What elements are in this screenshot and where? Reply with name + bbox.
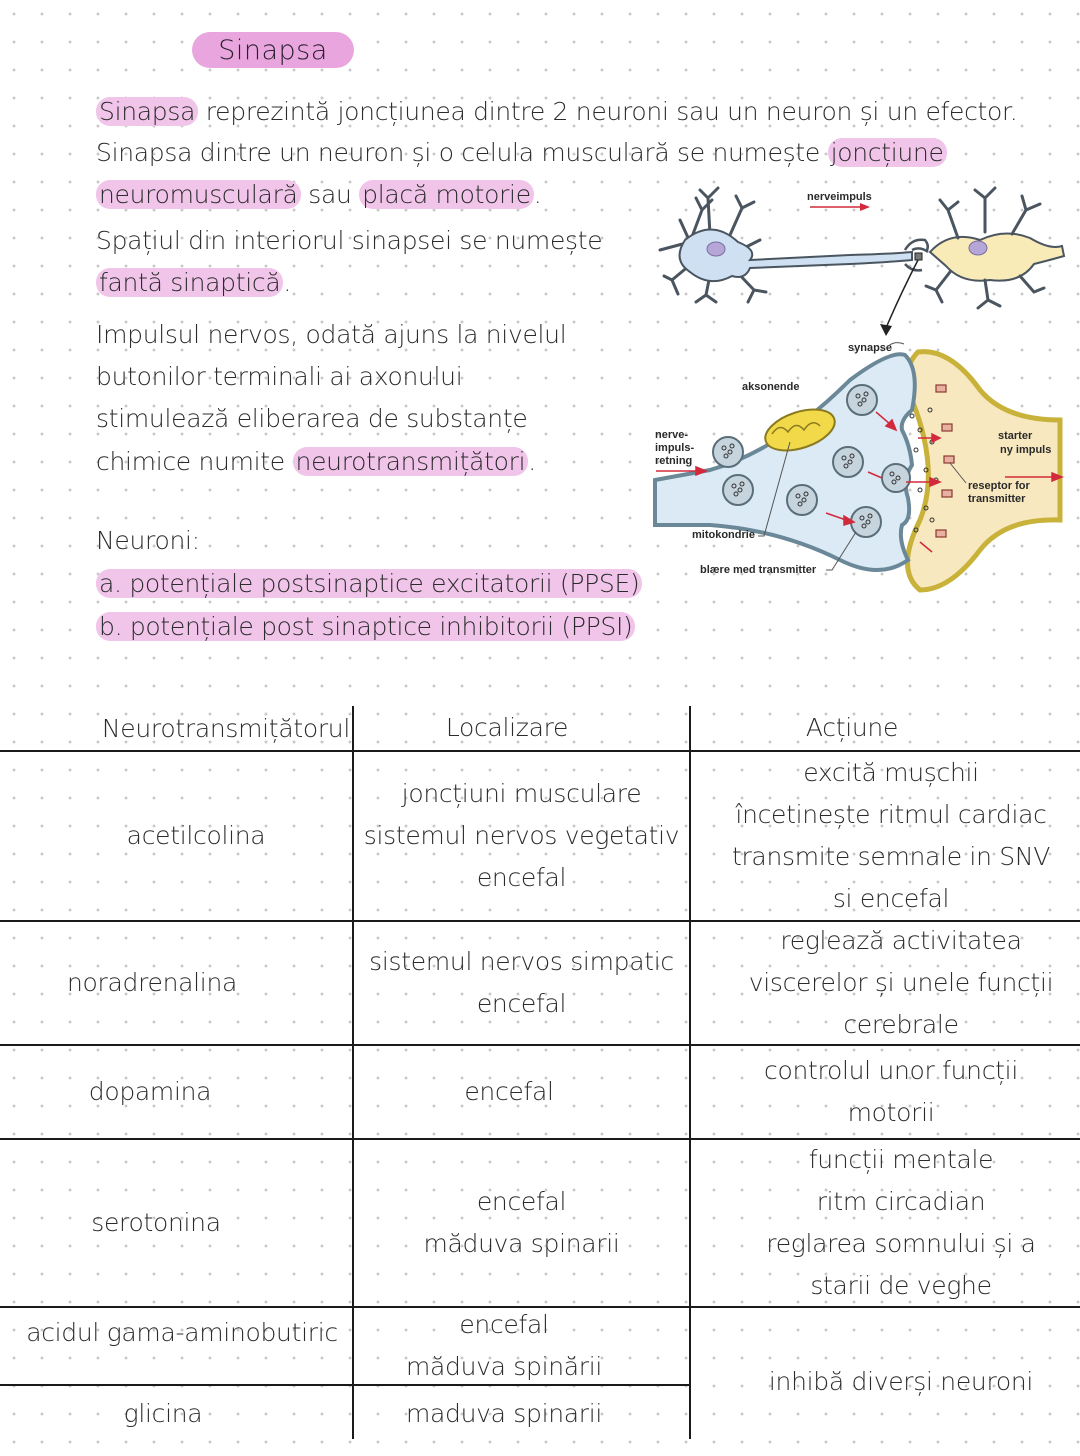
arrow-right-icon bbox=[860, 203, 870, 211]
table-cell-name: glicina bbox=[123, 1399, 203, 1428]
table-row-divider bbox=[0, 1138, 1080, 1140]
intro-line-5: fantă sinaptică. bbox=[96, 267, 291, 299]
table-cell-act-merged: inhibă diverși neuroni bbox=[768, 1367, 1034, 1396]
intro-line-7: butonilor terminali ai axonului bbox=[96, 362, 463, 391]
intro-line-1: Sinapsa reprezintă joncțiunea dintre 2 n… bbox=[96, 96, 1018, 128]
table-cell-act: reglează activitatea viscerelor și unele… bbox=[748, 926, 1054, 1039]
page-title-text: Sinapsa bbox=[218, 34, 328, 66]
highlight-placa-motorie: placă motorie bbox=[359, 180, 534, 209]
label-ny-impuls: ny impuls bbox=[1000, 444, 1051, 456]
page-title: Sinapsa bbox=[192, 32, 354, 68]
label-starter: starter bbox=[998, 430, 1033, 442]
intro-line-2: Sinapsa dintre un neuron și o celula mus… bbox=[96, 137, 947, 169]
intro-line-3: neuromusculară sau placă motorie. bbox=[96, 179, 542, 211]
synapse-diagram: nerveimpuls bbox=[650, 180, 1070, 600]
postsynaptic-membrane-icon bbox=[904, 349, 1063, 593]
table-cell-loc: maduva spinarii bbox=[405, 1399, 603, 1428]
neuroni-item-ppsi: b. potențiale post sinaptice inhibitorii… bbox=[96, 611, 636, 643]
label-aksonende: aksonende bbox=[742, 381, 799, 393]
table-row-divider bbox=[0, 1306, 1080, 1308]
table-cell-act: funcții mentale ritm circadian reglarea … bbox=[766, 1145, 1036, 1300]
table-row-divider bbox=[0, 920, 1080, 922]
table-cell-loc: joncțiuni musculare sistemul nervos vege… bbox=[363, 779, 680, 892]
table-cell-act: controlul unor funcții motorii bbox=[764, 1056, 1018, 1127]
table-row-divider bbox=[0, 1384, 690, 1386]
table-cell-loc: sistemul nervos simpatic encefal bbox=[369, 947, 674, 1018]
mitochondria-icon bbox=[764, 408, 836, 452]
neurotransmitter-table: Neurotransmițătorul Localizare Acțiune a… bbox=[0, 706, 1080, 1439]
intro-line-6: Impulsul nervos, odată ajuns la nivelul bbox=[96, 320, 567, 349]
label-direction-1: nerve- bbox=[655, 429, 688, 441]
table-cell-name: acidul gama-aminobutiric bbox=[26, 1318, 338, 1347]
highlight-jonctiune: joncțiune bbox=[827, 138, 947, 167]
intro-line-8: stimulează eliberarea de substanțe bbox=[96, 404, 528, 433]
table-cell-act: excită mușchii încetinește ritmul cardia… bbox=[731, 758, 1051, 913]
table-cell-name: serotonina bbox=[91, 1208, 221, 1237]
table-cell-loc: encefal bbox=[464, 1077, 554, 1106]
label-direction-3: retning bbox=[655, 455, 692, 467]
neurotransmitter-dots bbox=[721, 391, 939, 533]
label-transmitter: transmitter bbox=[968, 493, 1026, 505]
highlight-fanta-sinaptica: fantă sinaptică bbox=[96, 268, 284, 297]
receptor-icons bbox=[935, 384, 955, 538]
table-header-divider bbox=[0, 750, 1080, 752]
label-mitokondrie: mitokondrie bbox=[692, 529, 755, 541]
label-direction-2: impuls- bbox=[655, 442, 694, 454]
arrow-down-icon bbox=[880, 324, 892, 336]
neuroni-heading: Neuroni: bbox=[96, 526, 200, 555]
synapse-illustration: nerveimpuls bbox=[653, 186, 1066, 593]
table-row-divider bbox=[0, 1044, 1080, 1046]
intro-line-4: Spațiul din interiorul sinapsei se numeș… bbox=[96, 226, 603, 255]
highlight-sinapsa: Sinapsa bbox=[96, 97, 199, 126]
table-cell-name: acetilcolina bbox=[126, 821, 266, 850]
table-header-neurotransmitter: Neurotransmițătorul bbox=[101, 714, 350, 743]
label-reseptor: reseptor for bbox=[968, 480, 1030, 492]
table-header-actiune: Acțiune bbox=[805, 713, 899, 742]
neuroni-item-ppse: a. potențiale postsinaptice excitatorii … bbox=[96, 568, 643, 600]
highlight-neuromusculara: neuromusculară bbox=[96, 180, 301, 209]
label-synapse: synapse bbox=[848, 342, 892, 354]
label-nerveimpuls: nerveimpuls bbox=[807, 191, 872, 203]
table-cell-loc: encefal măduva spinarii bbox=[423, 1187, 620, 1258]
table-cell-loc: encefal măduva spinării bbox=[405, 1310, 603, 1381]
neuron-right-icon bbox=[924, 186, 1066, 310]
release-arrows bbox=[656, 411, 1065, 553]
intro-line-9: chimice numite neurotransmițători. bbox=[96, 447, 536, 476]
highlight-neurotransmitatori: neurotransmițători bbox=[292, 447, 529, 476]
table-col-divider-2 bbox=[689, 706, 691, 1439]
axon-terminal-icon bbox=[903, 238, 929, 272]
table-cell-name: dopamina bbox=[88, 1077, 212, 1106]
neuron-left-icon bbox=[658, 186, 913, 304]
label-vesicle: blære med transmitter bbox=[700, 564, 817, 576]
table-cell-name: noradrenalina bbox=[66, 968, 238, 997]
table-col-divider-1 bbox=[352, 706, 354, 1439]
table-header-localizare: Localizare bbox=[445, 713, 569, 742]
